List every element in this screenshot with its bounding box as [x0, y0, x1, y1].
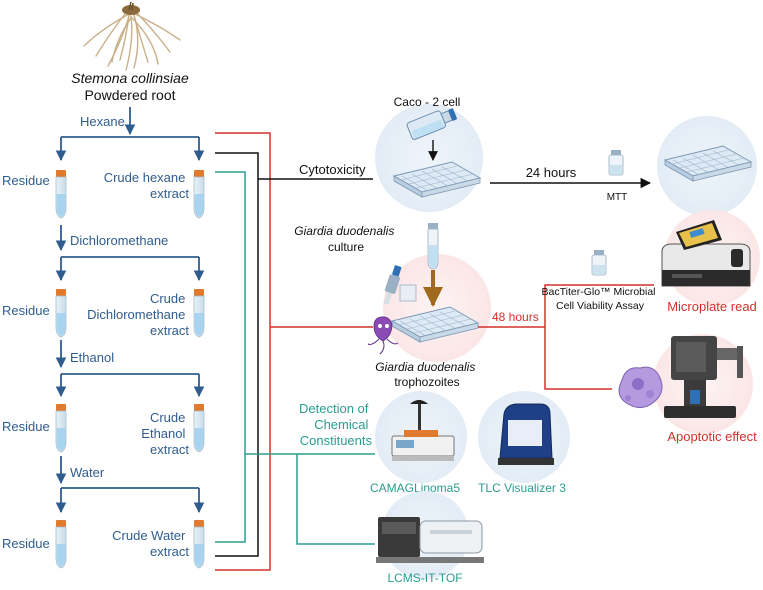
mtt-label: MTT — [607, 192, 628, 203]
bactiter-label: BacTiter-Glo™ Microbial Cell Viability A… — [542, 286, 659, 312]
extract-line: Ethanol — [141, 426, 185, 441]
apoptotic-label: Apoptotic effect — [667, 429, 757, 444]
microplate-label: Microplate read — [667, 299, 757, 314]
extract-label-water: Crude Water extract — [112, 528, 189, 559]
mtt-vial-icon — [608, 150, 624, 176]
extract-line: extract — [150, 442, 189, 457]
camag-linomat-icon — [391, 400, 455, 461]
giardia-time: 48 hours — [492, 310, 539, 324]
extract-label-dichloromethane: Crude Dichloromethane extract — [87, 291, 189, 338]
bactiter-vial-icon — [591, 250, 607, 276]
giardia-culture-label: Giardia duodenalis culture — [294, 224, 397, 254]
bactiter-line: BacTiter-Glo™ Microbial — [542, 286, 656, 298]
residue-label-1: Residue — [2, 173, 50, 188]
chemical-label-line: Constituents — [300, 433, 373, 448]
extract-line: Crude — [150, 291, 185, 306]
root-crown — [122, 1, 140, 15]
pipette-icon — [383, 265, 402, 305]
instrument-label-tlc: TLC Visualizer 3 — [478, 481, 566, 495]
trophozoite-line: Giardia duodenalis — [375, 360, 475, 374]
trophozoite-icon — [367, 316, 399, 355]
trophozoite-label: Giardia duodenalis trophozoites — [375, 360, 478, 389]
plant-name: Stemona collinsiae — [71, 70, 189, 86]
extract-tube-1 — [193, 169, 205, 219]
extract-line: Crude Water — [112, 528, 186, 543]
chemical-connector — [215, 171, 375, 545]
residue-tube-2 — [55, 288, 67, 338]
residue-tube-1 — [55, 169, 67, 219]
giardia-result-connector — [478, 284, 654, 390]
extract-tube-3 — [193, 403, 205, 453]
extract-line: Crude — [150, 410, 185, 425]
extraction-flow-lines — [55, 107, 205, 514]
residue-tube-4 — [55, 519, 67, 569]
extract-tube-2 — [193, 288, 205, 338]
extract-line: extract — [150, 323, 189, 338]
residue-label-2: Residue — [2, 303, 50, 318]
cytotoxicity-label: Cytotoxicity — [299, 162, 366, 177]
extract-tube-4 — [193, 519, 205, 569]
apoptotic-cell-icon — [618, 366, 663, 408]
extract-line: Crude hexane — [104, 170, 186, 185]
extract-line: Dichloromethane — [87, 307, 185, 322]
instrument-label-camag: CAMAGLinoma5 — [370, 481, 460, 495]
cytotoxicity-time: 24 hours — [526, 165, 577, 180]
extract-label-ethanol: Crude Ethanol extract — [141, 410, 189, 457]
residue-label-3: Residue — [2, 419, 50, 434]
bactiter-line: Cell Viability Assay — [556, 300, 645, 312]
trophozoite-line: trophozoites — [394, 375, 459, 389]
culture-flask-icon — [406, 108, 457, 140]
giardia-culture-line: Giardia duodenalis — [294, 224, 394, 238]
giardia-connector — [215, 132, 373, 571]
caco2-label: Caco - 2 cell — [394, 95, 461, 109]
reagent-box-icon — [399, 284, 417, 302]
solvent-label-water: Water — [70, 465, 105, 480]
extract-label-hexane: Crude hexane extract — [104, 170, 190, 201]
instrument-label-lcms: LCMS-IT-TOF — [387, 571, 462, 585]
residue-tube-3 — [55, 403, 67, 453]
chemical-label: Detection of Chemical Constituents — [299, 401, 372, 448]
extract-line: extract — [150, 186, 189, 201]
residue-label-4: Residue — [2, 536, 50, 551]
extract-line: extract — [150, 544, 189, 559]
cytotoxicity-connector — [215, 152, 373, 557]
test-tube-icon — [427, 223, 439, 270]
solvent-label-hexane: Hexane — [80, 114, 125, 129]
lcms-instrument-icon — [376, 517, 484, 563]
solvent-label-ethanol: Ethanol — [70, 350, 114, 365]
giardia-culture-line: culture — [328, 240, 364, 254]
solvent-label-dichloromethane: Dichloromethane — [70, 233, 168, 248]
microscope-icon — [664, 336, 743, 418]
plant-part: Powdered root — [84, 87, 175, 103]
chemical-label-line: Detection of — [299, 401, 369, 416]
chemical-label-line: Chemical — [314, 417, 368, 432]
tlc-visualizer-icon — [498, 403, 554, 465]
microplate-reader-icon — [661, 220, 751, 287]
root-illustration — [83, 5, 181, 71]
